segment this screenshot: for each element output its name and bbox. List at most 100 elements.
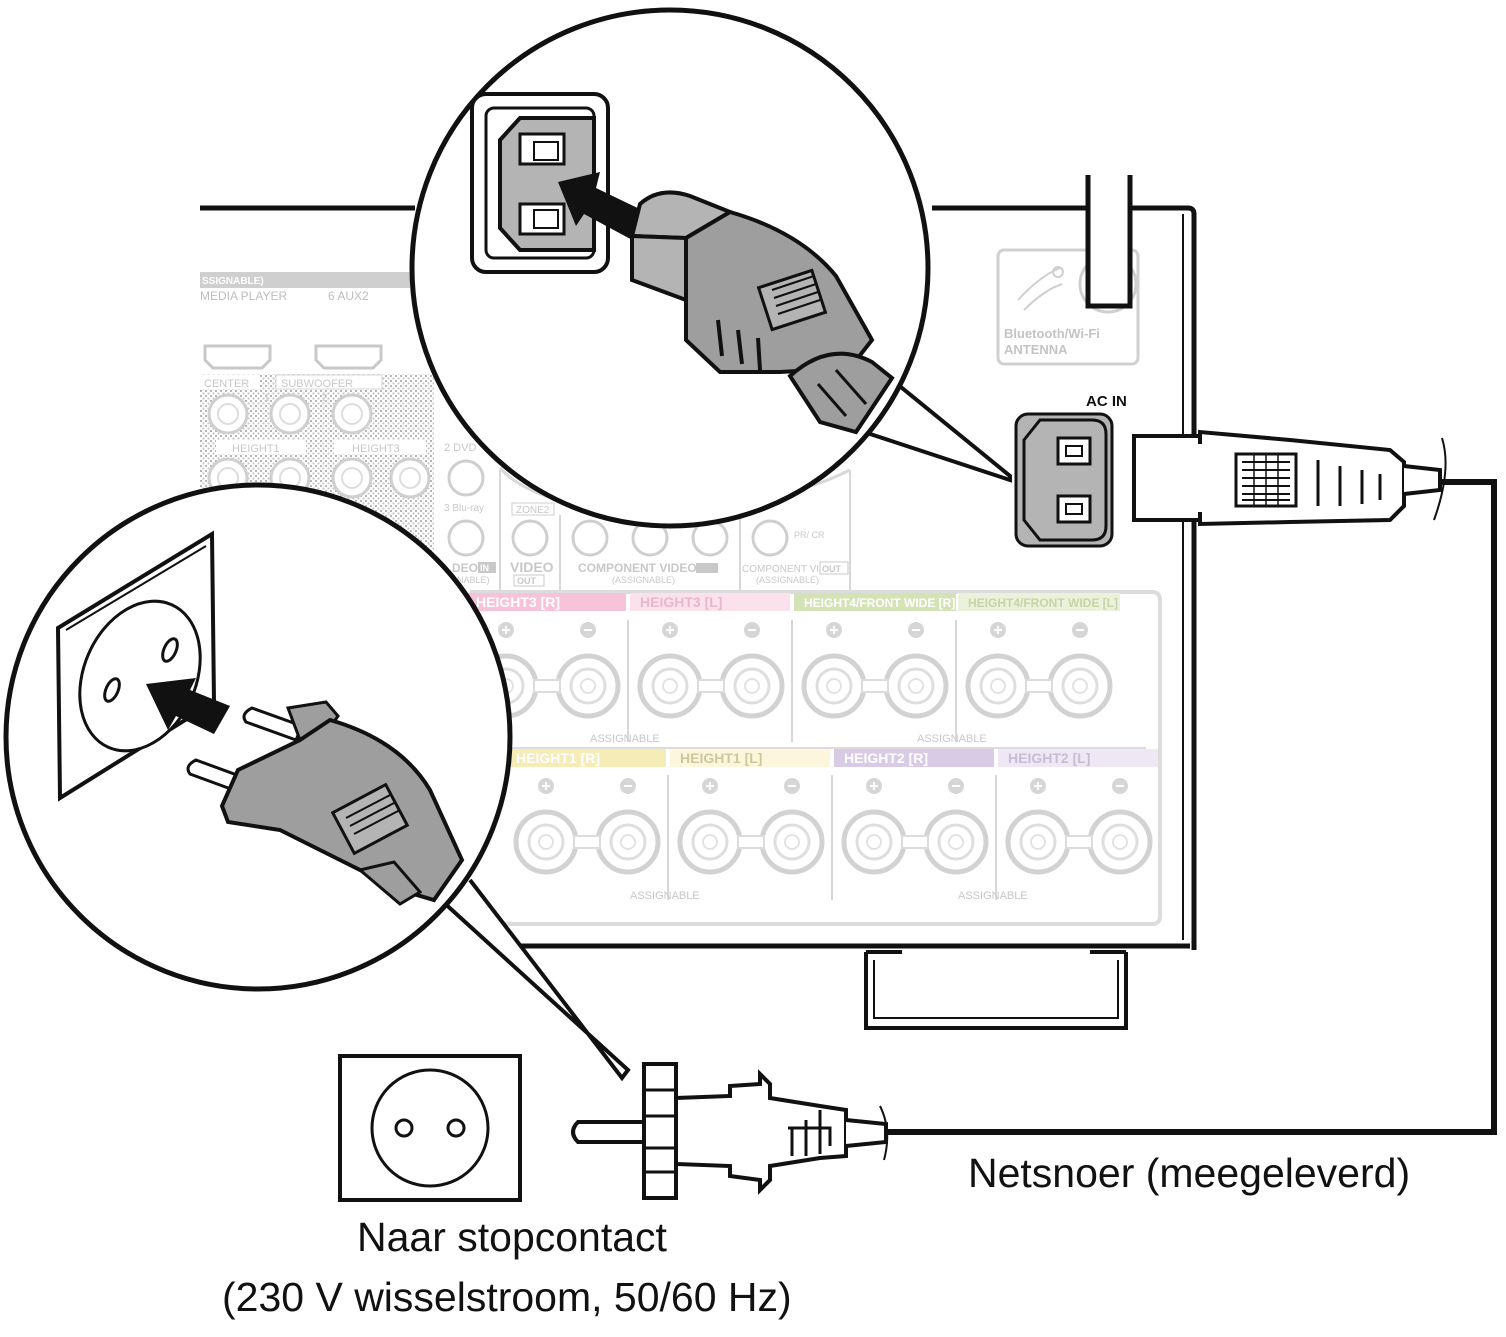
component-out-assignable: (ASSIGNABLE) xyxy=(756,575,819,585)
rca-jack xyxy=(269,393,311,435)
speaker-terminal-ring xyxy=(1061,667,1099,705)
speaker-top-label-bg-1 xyxy=(630,593,790,611)
iec-power-connector xyxy=(1132,429,1447,527)
speaker-terminal-hole xyxy=(662,678,678,694)
power-cord xyxy=(884,479,1497,1135)
speaker-terminal[interactable] xyxy=(1047,653,1113,719)
plus-sign xyxy=(830,626,838,634)
component-in-assignable: (ASSIGNABLE) xyxy=(612,575,675,585)
speaker-terminal[interactable] xyxy=(1005,809,1071,875)
speaker-terminal[interactable] xyxy=(965,653,1031,719)
speaker-terminal[interactable] xyxy=(513,809,579,875)
speaker-terminal-hole xyxy=(908,678,924,694)
rca-jack xyxy=(751,519,789,557)
insert-arrow-icon xyxy=(558,172,650,242)
rca-jack xyxy=(511,519,549,557)
speaker-bottom-label-0: HEIGHT1 [R] xyxy=(516,750,600,766)
plus-sign xyxy=(994,626,1002,634)
bluray-label: 3 Blu-ray xyxy=(444,503,484,514)
schuko-plug xyxy=(571,1062,889,1200)
speaker-terminal[interactable] xyxy=(801,653,867,719)
speaker-bottom-label-bg-1 xyxy=(670,749,830,767)
terminal-bridge xyxy=(1065,835,1093,849)
component-video-in-label: COMPONENT VIDEO xyxy=(578,561,697,575)
subwoofer-2-label: 2 xyxy=(322,393,328,404)
speaker-terminal-ring xyxy=(773,823,811,861)
video-in-label: DEO xyxy=(452,561,478,575)
media-player-label: MEDIA PLAYER xyxy=(200,289,287,303)
speaker-terminal-ring xyxy=(937,823,975,861)
component-video-out-label: COMPONENT VIDEO xyxy=(742,564,841,575)
pr-cr-label: PR/ CR xyxy=(794,530,825,540)
terminal-bridge xyxy=(573,835,601,849)
terminal-bridge xyxy=(533,679,561,693)
speaker-terminal-ring xyxy=(733,667,771,705)
speaker-terminal-ring xyxy=(569,667,607,705)
speaker-terminal[interactable] xyxy=(1087,809,1153,875)
speaker-terminal-hole xyxy=(990,678,1006,694)
speaker-terminal-ring xyxy=(855,823,893,861)
speaker-terminal-hole xyxy=(866,834,882,850)
hdmi-port-media-player xyxy=(203,344,272,370)
antenna: Bluetooth/Wi-Fi ANTENNA xyxy=(996,175,1140,366)
rca-jack xyxy=(389,457,431,499)
terminal-bridge xyxy=(737,835,765,849)
speaker-terminal-ring xyxy=(1101,823,1139,861)
speaker-bottom-label-2: HEIGHT2 [R] xyxy=(844,750,928,766)
speaker-terminal[interactable] xyxy=(677,809,743,875)
antenna-label-line1: Bluetooth/Wi-Fi xyxy=(1004,326,1100,341)
speaker-terminal-hole xyxy=(948,834,964,850)
speaker-terminals: HEIGHT3 [R]HEIGHT3 [L]HEIGHT4/FRONT WIDE… xyxy=(466,593,1158,875)
rca-jack xyxy=(447,459,485,497)
outlet-caption-line2: (230 V wisselstroom, 50/60 Hz) xyxy=(222,1274,792,1320)
speaker-terminal-hole xyxy=(826,678,842,694)
hdmi-port-aux2 xyxy=(314,344,383,370)
center-label: CENTER xyxy=(204,378,249,390)
speaker-terminal-ring xyxy=(527,823,565,861)
antenna-label-line2: ANTENNA xyxy=(1004,342,1068,357)
insert-arrow-icon xyxy=(146,678,230,734)
assignable-label-top-right: ASSIGNABLE xyxy=(917,733,987,745)
aux2-label: 6 AUX2 xyxy=(328,289,369,303)
speaker-top-label-1: HEIGHT3 [L] xyxy=(640,594,722,610)
speaker-terminal[interactable] xyxy=(719,653,785,719)
plus-sign xyxy=(1034,782,1042,790)
speaker-top-label-0: HEIGHT3 [R] xyxy=(476,594,560,610)
speaker-terminal[interactable] xyxy=(637,653,703,719)
speaker-terminal-hole xyxy=(580,678,596,694)
assignable-label-top-left: ASSIGNABLE xyxy=(590,733,660,745)
speaker-terminal[interactable] xyxy=(595,809,661,875)
speaker-terminal[interactable] xyxy=(923,809,989,875)
speaker-terminal-hole xyxy=(1072,678,1088,694)
speaker-terminal-ring xyxy=(815,667,853,705)
rca-jack xyxy=(447,519,485,557)
preout-height3-label: HEIGHT3 xyxy=(352,443,400,455)
plus-sign xyxy=(870,782,878,790)
preout-height1-label: HEIGHT1 xyxy=(232,443,280,455)
terminal-bridge xyxy=(901,835,929,849)
rca-jack xyxy=(331,457,373,499)
dvd-label: 2 DVD xyxy=(444,442,476,454)
rca-jack xyxy=(571,519,609,557)
assignable-group-label: SSIGNABLE) xyxy=(202,276,264,287)
speaker-bottom-label-bg-3 xyxy=(998,749,1158,767)
assignable-label-bottom-right: ASSIGNABLE xyxy=(958,890,1028,902)
speaker-terminal[interactable] xyxy=(759,809,825,875)
subwoofer-label: SUBWOOFER xyxy=(281,378,353,390)
speaker-terminal[interactable] xyxy=(555,653,621,719)
component-out-tag: OUT xyxy=(822,564,842,574)
speaker-terminal[interactable] xyxy=(883,653,949,719)
speaker-terminal[interactable] xyxy=(841,809,907,875)
plus-sign xyxy=(542,782,550,790)
assignable-label-bottom-left: ASSIGNABLE xyxy=(630,890,700,902)
speaker-terminal-ring xyxy=(651,667,689,705)
terminal-bridge xyxy=(1025,679,1053,693)
speaker-terminal-hole xyxy=(1030,834,1046,850)
rca-jack xyxy=(331,393,373,435)
wireless-icon xyxy=(1017,267,1063,311)
speaker-terminal-ring xyxy=(1019,823,1057,861)
ac-inlet: AC IN xyxy=(1014,393,1127,548)
wall-outlet xyxy=(338,1054,522,1202)
rca-jack xyxy=(207,393,249,435)
receiver-rear-panel: SSIGNABLE) MEDIA PLAYER 6 AUX2 CENTER SU… xyxy=(200,175,1197,1030)
